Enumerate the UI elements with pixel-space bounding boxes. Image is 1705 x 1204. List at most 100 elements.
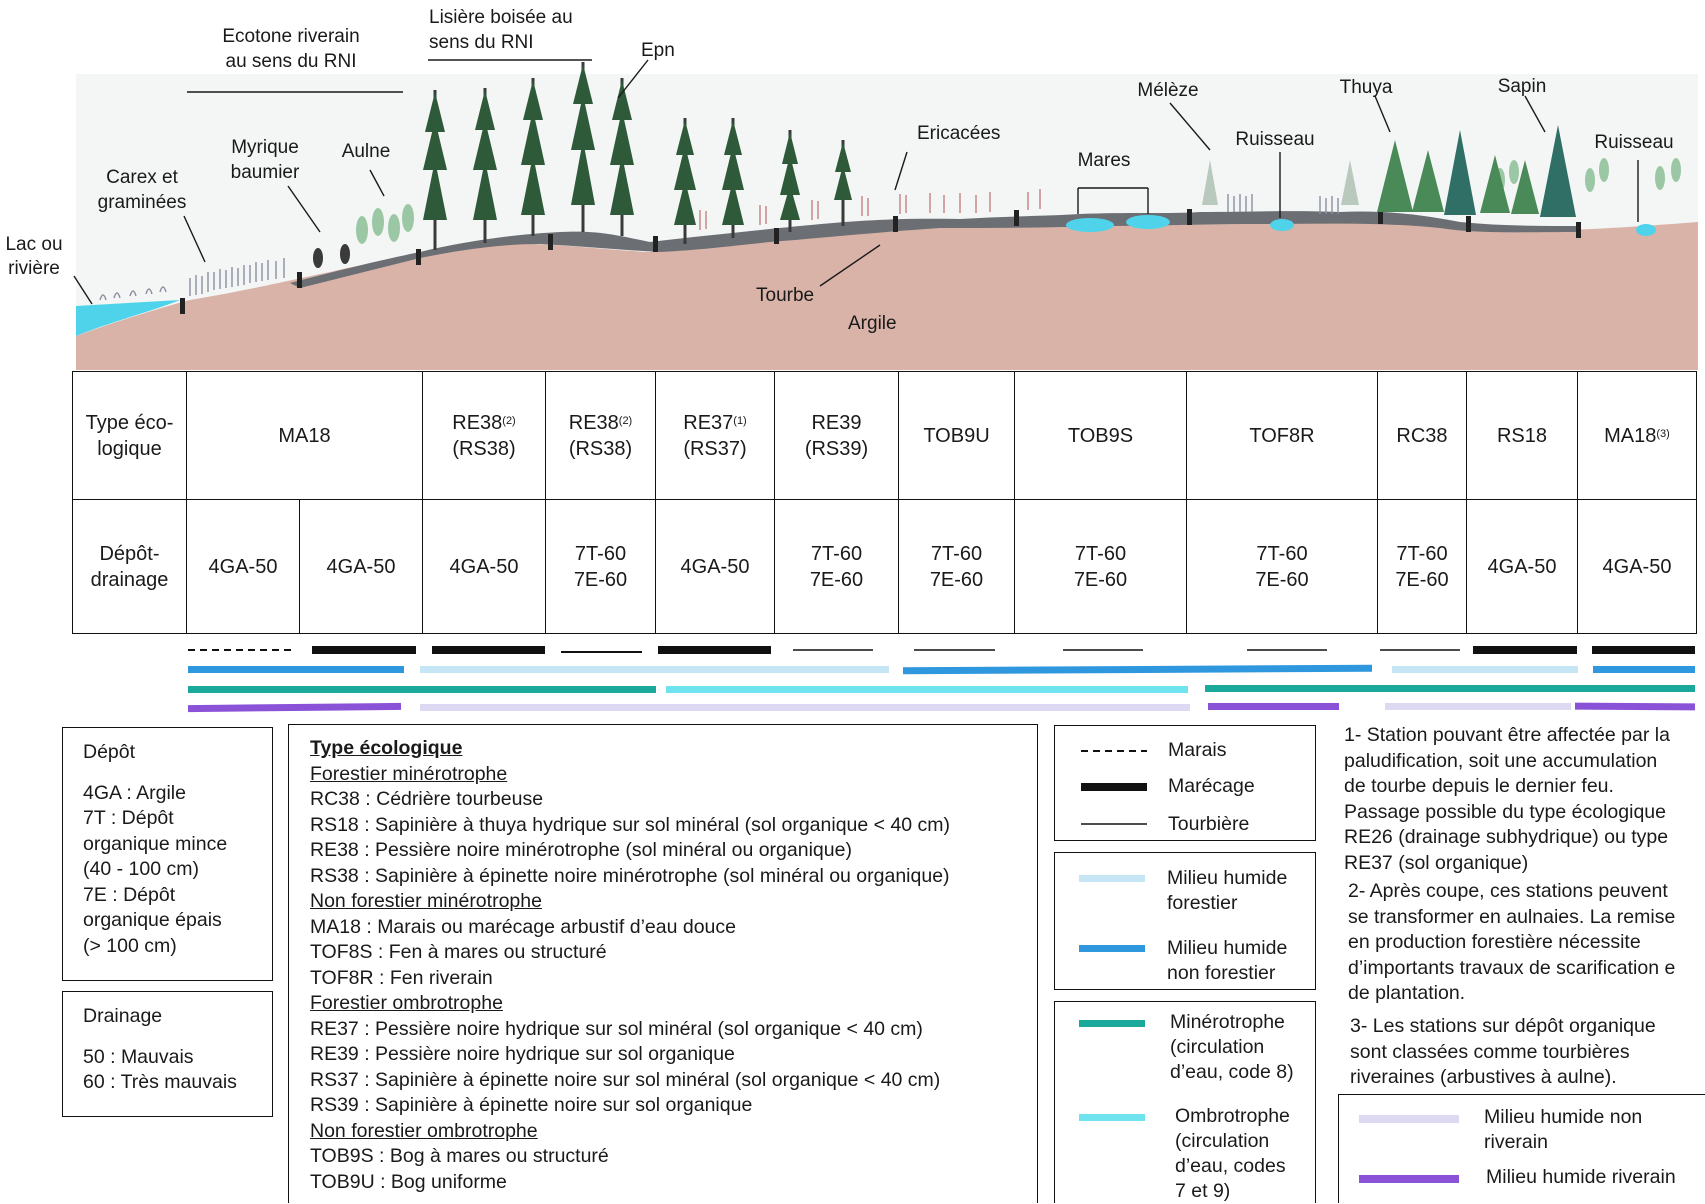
type-sup: (2) [502,414,516,427]
key-label: Milieu humide non [1484,1106,1643,1128]
type-definition: RS38 : Sapinière à épinette noire minéro… [310,864,950,887]
legend-depot-line: 7T : Dépôt [83,807,174,829]
row-type-ecologique: Type éco- logique MA18 RE38(2)(RS38) RE3… [72,371,1697,500]
legend-drainage-title: Drainage [83,1005,163,1027]
sapin-trees [1444,125,1576,217]
boundary-posts [180,208,1581,314]
note-3: 3- Les stations sur dépôt organique sont… [1350,1014,1656,1091]
row-head-type-line1: Type éco- [85,411,174,434]
legend-types-title: Type écologique [310,737,463,759]
section-heading: Forestier minérotrophe [310,762,508,785]
label-ruisseau-1: Ruisseau [1235,129,1314,150]
legend-depot-title: Dépôt [83,741,136,763]
key-label: forestier [1167,892,1238,914]
type-code: MA18 [1604,424,1657,447]
note-line: en production forestière nécessite [1348,931,1641,953]
label-carex-2: graminées [98,192,187,213]
legend-depot-line: organique mince [83,832,228,855]
row-head-depot-line1: Dépôt- [99,542,160,565]
label-ericacees: Ericacées [917,123,1000,144]
deposit-cell: 4GA-50 [655,499,775,634]
legend-riverine: Milieu humide non riverain Milieu humide… [1338,1094,1705,1203]
band-riverain [1574,702,1696,711]
type-code: RE38 [452,411,503,434]
band-riverain [187,702,402,713]
deposit-cell: 4GA-50 [1466,499,1578,634]
label-epn: Epn [641,40,675,61]
deposit-value: 4GA-50 [680,555,750,578]
classification-bands [187,646,1696,713]
label-lisiere-2: sens du RNI [429,32,534,53]
ombrotrophe-swatch [1079,1114,1145,1121]
larch-tree [1202,160,1359,205]
type-cell: RE39(RS39) [774,371,899,500]
tourbiere-swatch [1081,823,1147,825]
deposit-cell: 4GA-50 [1577,499,1697,634]
band-marecage [658,646,771,654]
note-line: riveraines (arbustives à aulne). [1350,1066,1617,1088]
band-marecage [432,646,545,654]
legend-depot: Dépôt 4GA : Argile 7T : Dépôt organique … [62,727,273,981]
legend-forest: Milieu humide forestier Milieu humide no… [1054,852,1316,990]
key-label: riverain [1484,1131,1548,1153]
type-sup: (3) [1656,427,1670,440]
key-label: 7 et 9) [1175,1180,1231,1202]
ericaceae-shrubs [699,189,1041,230]
note-line: 3- Les stations sur dépôt organique [1350,1015,1656,1037]
band-minerotrophe [188,686,656,693]
label-myrique-2: baumier [231,162,300,183]
legend-drainage-line: 60 : Très mauvais [83,1071,237,1093]
section-heading: Forestier ombrotrophe [310,992,503,1014]
label-myrique-1: Myrique [231,137,299,158]
legend-depot-line: organique épais [83,909,222,931]
non-forestier-swatch [1079,945,1145,952]
note-line: paludification, soit une accumulation [1344,749,1658,772]
carex-grasses [99,258,285,301]
type-cell: RE38(2)(RS38) [422,371,546,500]
deposit-value: 7E-60 [809,568,864,591]
note-line: sont classées comme tourbières [1350,1040,1630,1063]
band-marecage [1473,646,1577,654]
deposit-cell: 4GA-50 [422,499,546,634]
type-cell: MA18 [186,371,423,500]
landscape-profile: Ecotone riverain au sens du RNI Lisière … [5,7,1698,370]
eco-type-table: Type éco- logique MA18 RE38(2)(RS38) RE3… [72,371,1697,634]
label-ecotone-2: au sens du RNI [226,51,357,72]
type-definition: TOB9S : Bog à mares ou structuré [310,1145,609,1167]
type-alt: (RS39) [804,437,869,460]
label-lac-2: rivière [8,258,60,279]
type-code: RE37 [683,411,734,434]
band-non-forestier [902,664,1373,675]
label-meleze: Mélèze [1137,80,1198,101]
label-carex-1: Carex et [106,167,179,188]
black-spruce-trees [423,62,852,250]
deposit-value: 7E-60 [1395,568,1449,591]
type-definition: RE38 : Pessière noire minérotrophe (sol … [310,839,852,861]
section-heading: Non forestier minérotrophe [310,890,542,912]
legend-depot-line: (40 - 100 cm) [83,858,199,880]
label-thuya: Thuya [1340,77,1393,98]
brook-2 [1636,224,1656,236]
deposit-value: 4GA-50 [1602,555,1672,578]
type-alt: (RS38) [568,437,633,460]
note-line: de tourbe depuis le dernier feu. [1344,775,1614,797]
band-row-riverine [187,702,1696,713]
row-head-depot: Dépôt- drainage [72,499,187,634]
grasses-right [1227,194,1339,214]
deposit-value: 4GA-50 [449,555,519,578]
minerotrophe-swatch [1079,1020,1145,1027]
legend-trophic: Minérotrophe (circulation d’eau, code 8)… [1054,1001,1316,1203]
band-marecage [1592,646,1695,654]
legend-drainage: Drainage 50 : Mauvais 60 : Très mauvais [62,991,273,1117]
deposit-cell: 4GA-50 [186,499,300,634]
band-marecage [312,646,416,654]
key-label: d’eau, code 8) [1170,1061,1294,1083]
band-non-riverain [1385,703,1571,710]
marecage-swatch [1081,783,1147,791]
